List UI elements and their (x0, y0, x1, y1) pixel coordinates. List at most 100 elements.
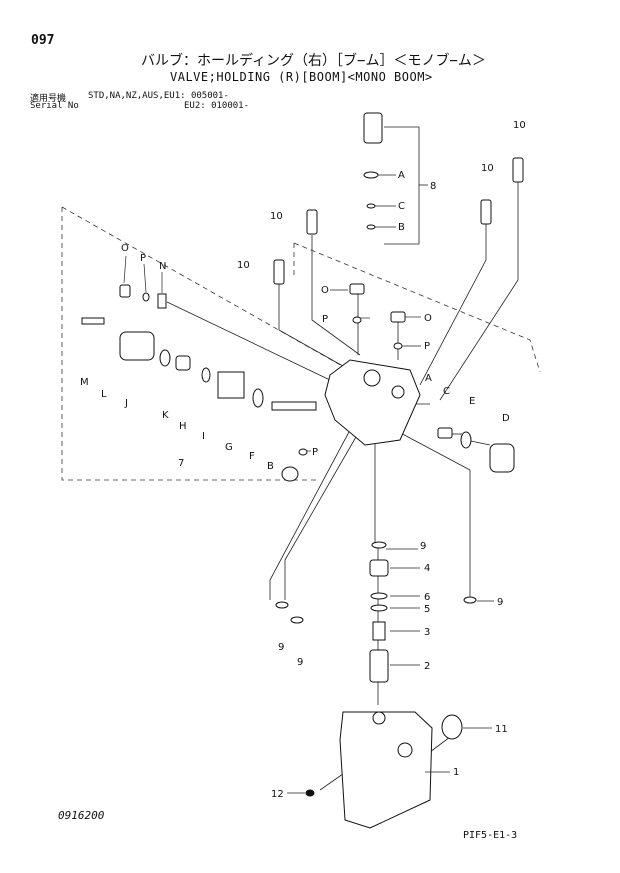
callout-P-top: P (322, 314, 328, 325)
part-b-spool (271, 401, 317, 411)
callout-P-lower: P (312, 447, 318, 458)
callout-9-left: 9 (278, 642, 284, 653)
callout-N: N (159, 261, 166, 272)
callout-C-upper: C (398, 201, 405, 212)
callout-B-upper: B (398, 222, 405, 233)
callout-L: L (101, 389, 107, 400)
callout-10-d: 10 (237, 260, 250, 271)
title-japanese: バルブ：ホールディング（右）［ブ−ム］＜モノブ−ム＞ (141, 53, 486, 69)
applicable-label: 適用号機 (30, 94, 67, 104)
part-9-ring-left (275, 601, 289, 609)
part-8-seal-a (363, 171, 379, 179)
part-10-bolt-a (512, 157, 524, 183)
part-c-fitting (437, 427, 453, 439)
part-n-pin (157, 293, 167, 309)
part-g-spring (217, 371, 245, 399)
part-9-ring-right (463, 596, 477, 604)
callout-M: M (80, 377, 89, 388)
part-p-ring-right (393, 342, 403, 350)
serial-value: EU2: 010001- (184, 101, 250, 111)
part-10-bolt-b (480, 199, 492, 225)
callout-H: H (179, 421, 187, 432)
part-8-seal-b (366, 224, 376, 230)
title-english: VALVE;HOLDING (R)[BOOM]<MONO BOOM> (170, 70, 433, 84)
body-port-top (372, 711, 386, 725)
callout-labels: 8 A C B 10 10 10 10 O P N O P O P A C E … (80, 120, 526, 800)
callout-9-right: 9 (497, 597, 503, 608)
callout-O-top: O (321, 285, 329, 296)
callout-P-right: P (424, 341, 430, 352)
serial-label: Serial No (30, 101, 79, 111)
callout-A-lower: A (425, 373, 432, 384)
callout-4: 4 (424, 563, 430, 574)
part-o-plug-right (390, 311, 406, 323)
part-12-plug (305, 789, 315, 797)
leader-lines (166, 126, 519, 791)
part-o-plug-top (349, 283, 365, 295)
applicable-value: STD,NA,NZ,AUS,EU1: 005001- (88, 91, 229, 101)
callout-K: K (162, 410, 169, 421)
callout-2: 2 (424, 661, 430, 672)
part-shapes (81, 112, 524, 829)
part-m-screw (81, 317, 105, 325)
callout-6: 6 (424, 592, 430, 603)
callout-9-top: 9 (420, 541, 426, 552)
part-2-plug (369, 649, 389, 683)
part-d-cap (489, 443, 515, 473)
part-1-valve-body (339, 711, 433, 829)
housing-port-a (363, 369, 381, 387)
housing-port-b (391, 385, 405, 399)
callout-11: 11 (495, 724, 508, 735)
part-l-body (119, 331, 155, 361)
part-6-ring (370, 592, 388, 600)
callout-C-lower: C (443, 386, 450, 397)
sheet-reference: PIF5-E1-3 (463, 830, 518, 841)
callout-D: D (502, 413, 510, 424)
callout-3: 3 (424, 627, 430, 638)
part-9-ring-top (371, 541, 387, 549)
part-8-seal-c (366, 203, 376, 209)
callout-12: 12 (271, 789, 284, 800)
part-5-ring (370, 604, 388, 612)
part-h-spacer (175, 355, 191, 371)
callout-P-left: P (140, 253, 146, 264)
part-4-poppet (369, 559, 389, 577)
callout-10-c: 10 (270, 211, 283, 222)
callout-O-left: O (121, 243, 129, 254)
part-11-ring (441, 714, 463, 740)
page-number: 097 (31, 33, 55, 48)
callout-8: 8 (430, 181, 436, 192)
callout-O-right: O (424, 313, 432, 324)
callout-1: 1 (453, 767, 459, 778)
part-p-ring-top (352, 316, 362, 324)
callout-9-mid: 9 (297, 657, 303, 668)
callout-A-upper: A (398, 170, 405, 181)
part-o-plug-left (119, 284, 131, 298)
part-e-ring (460, 431, 472, 449)
callout-leaders (123, 255, 494, 794)
callout-F: F (249, 451, 255, 462)
callout-B-lower: B (267, 461, 274, 472)
part-i-ring (201, 367, 211, 383)
callout-10-a: 10 (513, 120, 526, 131)
part-8-plug (363, 112, 383, 144)
callout-10-b: 10 (481, 163, 494, 174)
part-p-ring-left (142, 292, 150, 302)
callout-J: J (124, 398, 128, 409)
part-k-ring (159, 349, 171, 367)
callout-I: I (202, 431, 205, 442)
part-9-ring-mid (290, 616, 304, 624)
body-port-side (397, 742, 413, 758)
part-b-plug-lower (281, 466, 299, 482)
part-3-spring (372, 621, 386, 641)
callout-G: G (225, 442, 233, 453)
part-f-washer (252, 388, 264, 408)
part-10-bolt-d (273, 259, 285, 285)
part-p-ring-lower (298, 448, 308, 456)
callout-E: E (469, 396, 475, 407)
part-10-bolt-c (306, 209, 318, 235)
drawing-number: 0916200 (58, 809, 105, 822)
valve-housing (324, 359, 421, 446)
callout-5: 5 (424, 604, 430, 615)
